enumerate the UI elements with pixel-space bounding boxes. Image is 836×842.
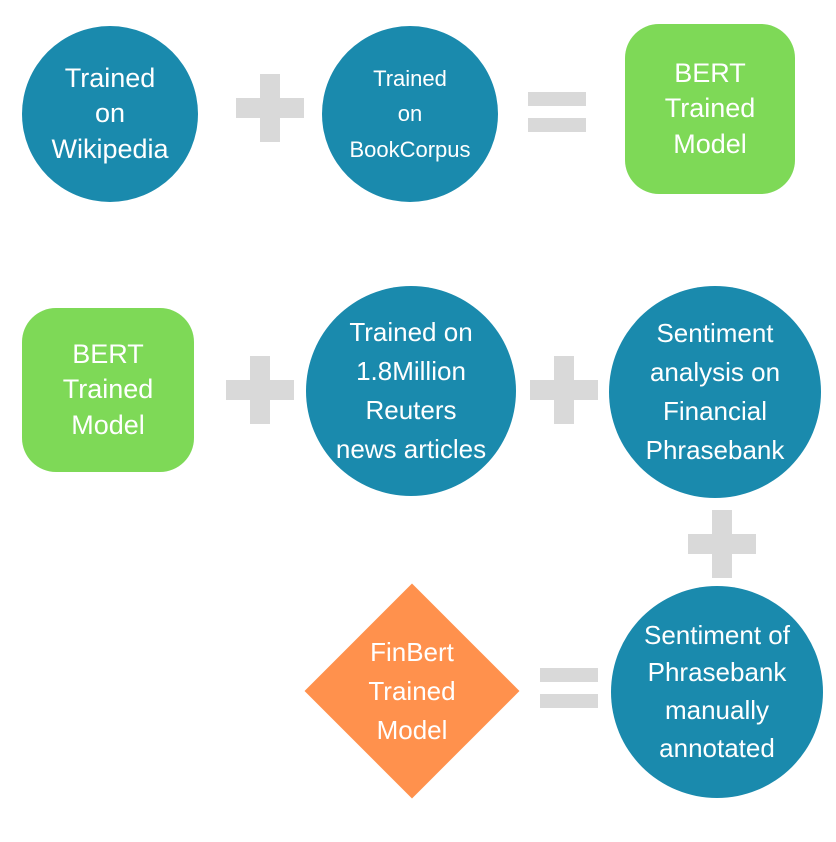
node-label: Trained on Wikipedia [51, 62, 169, 164]
equals-operator [528, 92, 586, 132]
node-label: BERT Trained Model [62, 338, 154, 440]
node-label: Trained on BookCorpus [349, 66, 471, 162]
node-label: FinBert Trained Model [368, 636, 456, 745]
node-sentiment-analysis: Sentiment analysis on Financial Phraseba… [609, 286, 821, 498]
node-label: Trained on 1.8Million Reuters news artic… [335, 317, 487, 464]
node-trained-on-wikipedia: Trained on Wikipedia [22, 26, 198, 202]
plus-operator [236, 74, 304, 142]
node-label: Sentiment of Phrasebank manually annotat… [644, 619, 790, 763]
node-bert-trained-model-1: BERT Trained Model [625, 24, 795, 194]
plus-operator [226, 356, 294, 424]
node-sentiment-of-phrasebank: Sentiment of Phrasebank manually annotat… [611, 586, 823, 798]
node-label: Sentiment analysis on Financial Phraseba… [645, 318, 785, 465]
node-label: BERT Trained Model [664, 57, 756, 159]
node-finbert-trained-model: FinBert Trained Model [304, 583, 520, 799]
node-trained-on-bookcorpus: Trained on BookCorpus [322, 26, 498, 202]
node-bert-trained-model-2: BERT Trained Model [22, 308, 194, 472]
plus-operator [530, 356, 598, 424]
node-trained-on-reuters: Trained on 1.8Million Reuters news artic… [306, 286, 516, 496]
equals-operator [540, 668, 598, 708]
plus-operator-vertical [688, 510, 756, 578]
